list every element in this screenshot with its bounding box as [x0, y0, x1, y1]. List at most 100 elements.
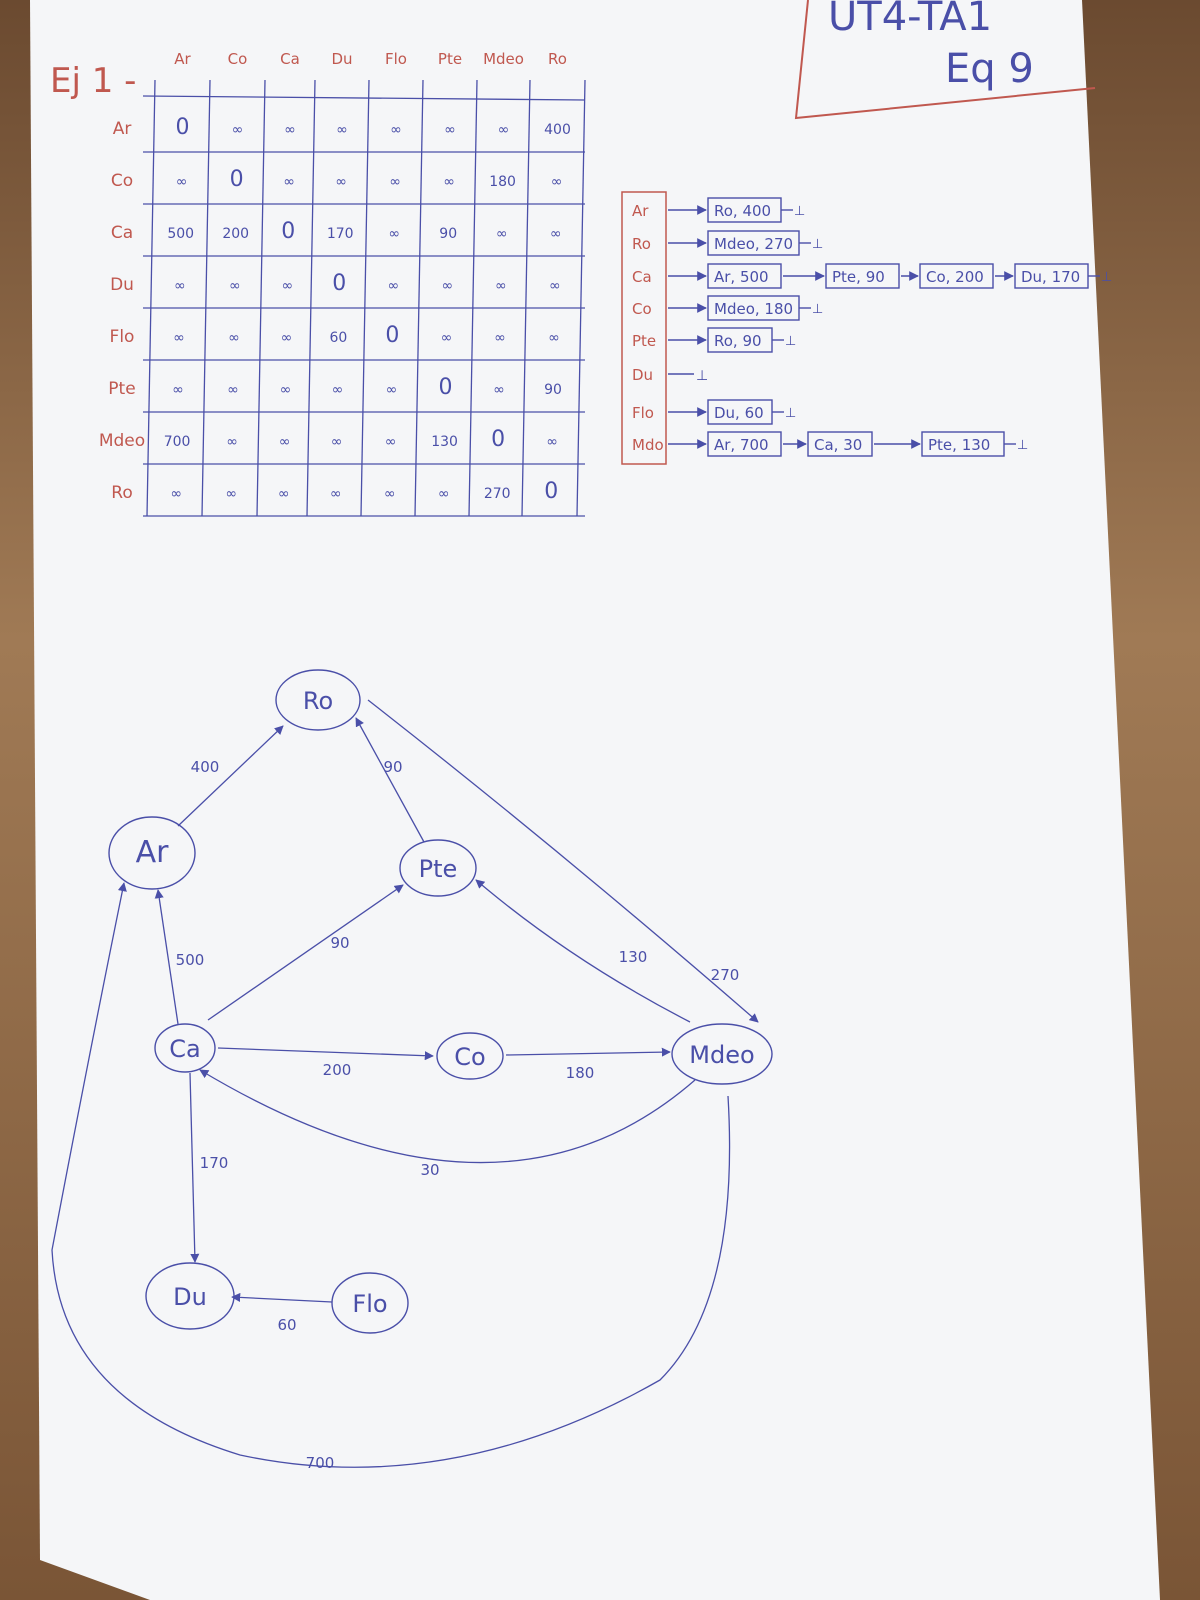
- edge-arrow: [207, 884, 404, 1021]
- adjacency-terminator: ⊥: [1017, 438, 1028, 453]
- edge-weight-label: 180: [566, 1064, 595, 1082]
- node-circle: [399, 839, 477, 897]
- adjacency-terminator: ⊥: [794, 204, 805, 219]
- matrix-cell: ∞: [332, 382, 344, 398]
- adjacency-vertex-label: Co: [632, 300, 652, 318]
- matrix-row-header: Ca: [111, 223, 133, 243]
- matrix-cell: ∞: [172, 382, 184, 398]
- node-label: Flo: [352, 1290, 387, 1318]
- matrix-cell: 0: [176, 115, 190, 140]
- matrix-col-line: [468, 79, 478, 517]
- edge-mdeo-ar: 700: [51, 882, 731, 1472]
- adjacency-terminator: ⊥: [812, 302, 823, 317]
- adjacency-vertex-label: Ca: [632, 268, 652, 286]
- matrix-col-line: [521, 79, 531, 517]
- edge-weight-label: 90: [383, 758, 402, 776]
- adjacency-node-text: Du, 170: [1021, 268, 1080, 286]
- matrix-cell: 200: [222, 226, 249, 242]
- node-circle: [436, 1032, 504, 1080]
- edge-weight-label: 200: [323, 1061, 352, 1079]
- matrix-cell: ∞: [281, 330, 293, 346]
- edge-weight-label: 90: [330, 934, 349, 952]
- node-label: Ar: [136, 835, 170, 870]
- edge-ca-du: 170: [189, 1072, 228, 1263]
- matrix-cell: ∞: [443, 174, 455, 190]
- matrix-cell: ∞: [498, 122, 510, 138]
- graph-node-ar: Ar: [108, 816, 196, 890]
- matrix-cell: ∞: [546, 434, 558, 450]
- adjacency-node-box: [919, 263, 994, 289]
- node-circle: [154, 1023, 216, 1073]
- matrix-col-line: [306, 79, 316, 517]
- matrix-cell: ∞: [549, 278, 561, 294]
- node-label: Co: [454, 1043, 485, 1071]
- adjacency-node-box: [707, 431, 782, 457]
- matrix-cell: ∞: [278, 486, 290, 502]
- edge-ca-ar: 500: [154, 889, 205, 1025]
- edge-weight-label: 700: [306, 1454, 335, 1472]
- edge-weight-label: 270: [711, 966, 740, 984]
- graph-node-mdeo: Mdeo: [671, 1023, 773, 1085]
- matrix-cell: ∞: [386, 382, 398, 398]
- edge-co-mdeo: 180: [505, 1047, 671, 1082]
- matrix-cell: ∞: [284, 122, 296, 138]
- edge-arrow: [355, 717, 425, 843]
- node-circle: [108, 816, 196, 890]
- edge-weight-label: 130: [619, 948, 648, 966]
- adjacency-node-box: [807, 431, 873, 457]
- adjacency-vertex-label: Ar: [632, 202, 649, 220]
- matrix-col-header: Mdeo: [483, 50, 524, 68]
- matrix-cell: ∞: [227, 382, 239, 398]
- node-circle: [671, 1023, 773, 1085]
- node-label: Mdeo: [689, 1041, 754, 1069]
- matrix-cell: 0: [281, 219, 295, 244]
- edge-mdeo-ca: 30: [199, 1069, 696, 1179]
- node-circle: [145, 1262, 235, 1330]
- adjacency-node-box: [707, 263, 782, 289]
- adjacency-terminator: ⊥: [696, 368, 708, 384]
- adjacency-vertex-label: Mdo: [632, 436, 664, 454]
- exercise-label: Ej 1 -: [50, 61, 136, 101]
- matrix-col-header: Ca: [280, 50, 300, 68]
- matrix-cell: ∞: [444, 122, 456, 138]
- matrix-cell: ∞: [390, 122, 402, 138]
- edge-weight-label: 60: [277, 1316, 296, 1334]
- node-circle: [275, 669, 361, 731]
- matrix-cell: ∞: [385, 434, 397, 450]
- matrix-col-header: Ar: [174, 50, 191, 68]
- matrix-cell: ∞: [335, 174, 347, 190]
- matrix-row-header: Co: [111, 171, 133, 191]
- matrix-cell: ∞: [438, 486, 450, 502]
- edge-weight-label: 400: [191, 758, 220, 776]
- matrix-cell: 90: [544, 382, 562, 398]
- matrix-cell: ∞: [493, 382, 505, 398]
- matrix-cell: ∞: [229, 278, 241, 294]
- edge-ro-mdeo: 270: [367, 699, 759, 1023]
- edge-weight-label: 500: [176, 951, 205, 969]
- matrix-cell: ∞: [384, 486, 396, 502]
- adjacency-terminator: ⊥: [812, 237, 823, 252]
- graph-node-co: Co: [436, 1032, 504, 1080]
- matrix-cell: 60: [329, 330, 347, 346]
- matrix-cell: 270: [484, 486, 511, 502]
- matrix-col-header: Pte: [438, 50, 462, 68]
- node-circle: [331, 1272, 409, 1334]
- matrix-cell: ∞: [281, 278, 293, 294]
- matrix-cell: ∞: [388, 226, 400, 242]
- paper-surface: [30, 0, 1160, 1600]
- matrix-cell: ∞: [173, 330, 185, 346]
- matrix-cell: ∞: [494, 330, 506, 346]
- edge-arrow: [475, 879, 691, 1023]
- matrix-row-line: [142, 95, 586, 101]
- matrix-cell: ∞: [176, 174, 188, 190]
- edge-arrow: [189, 1072, 200, 1263]
